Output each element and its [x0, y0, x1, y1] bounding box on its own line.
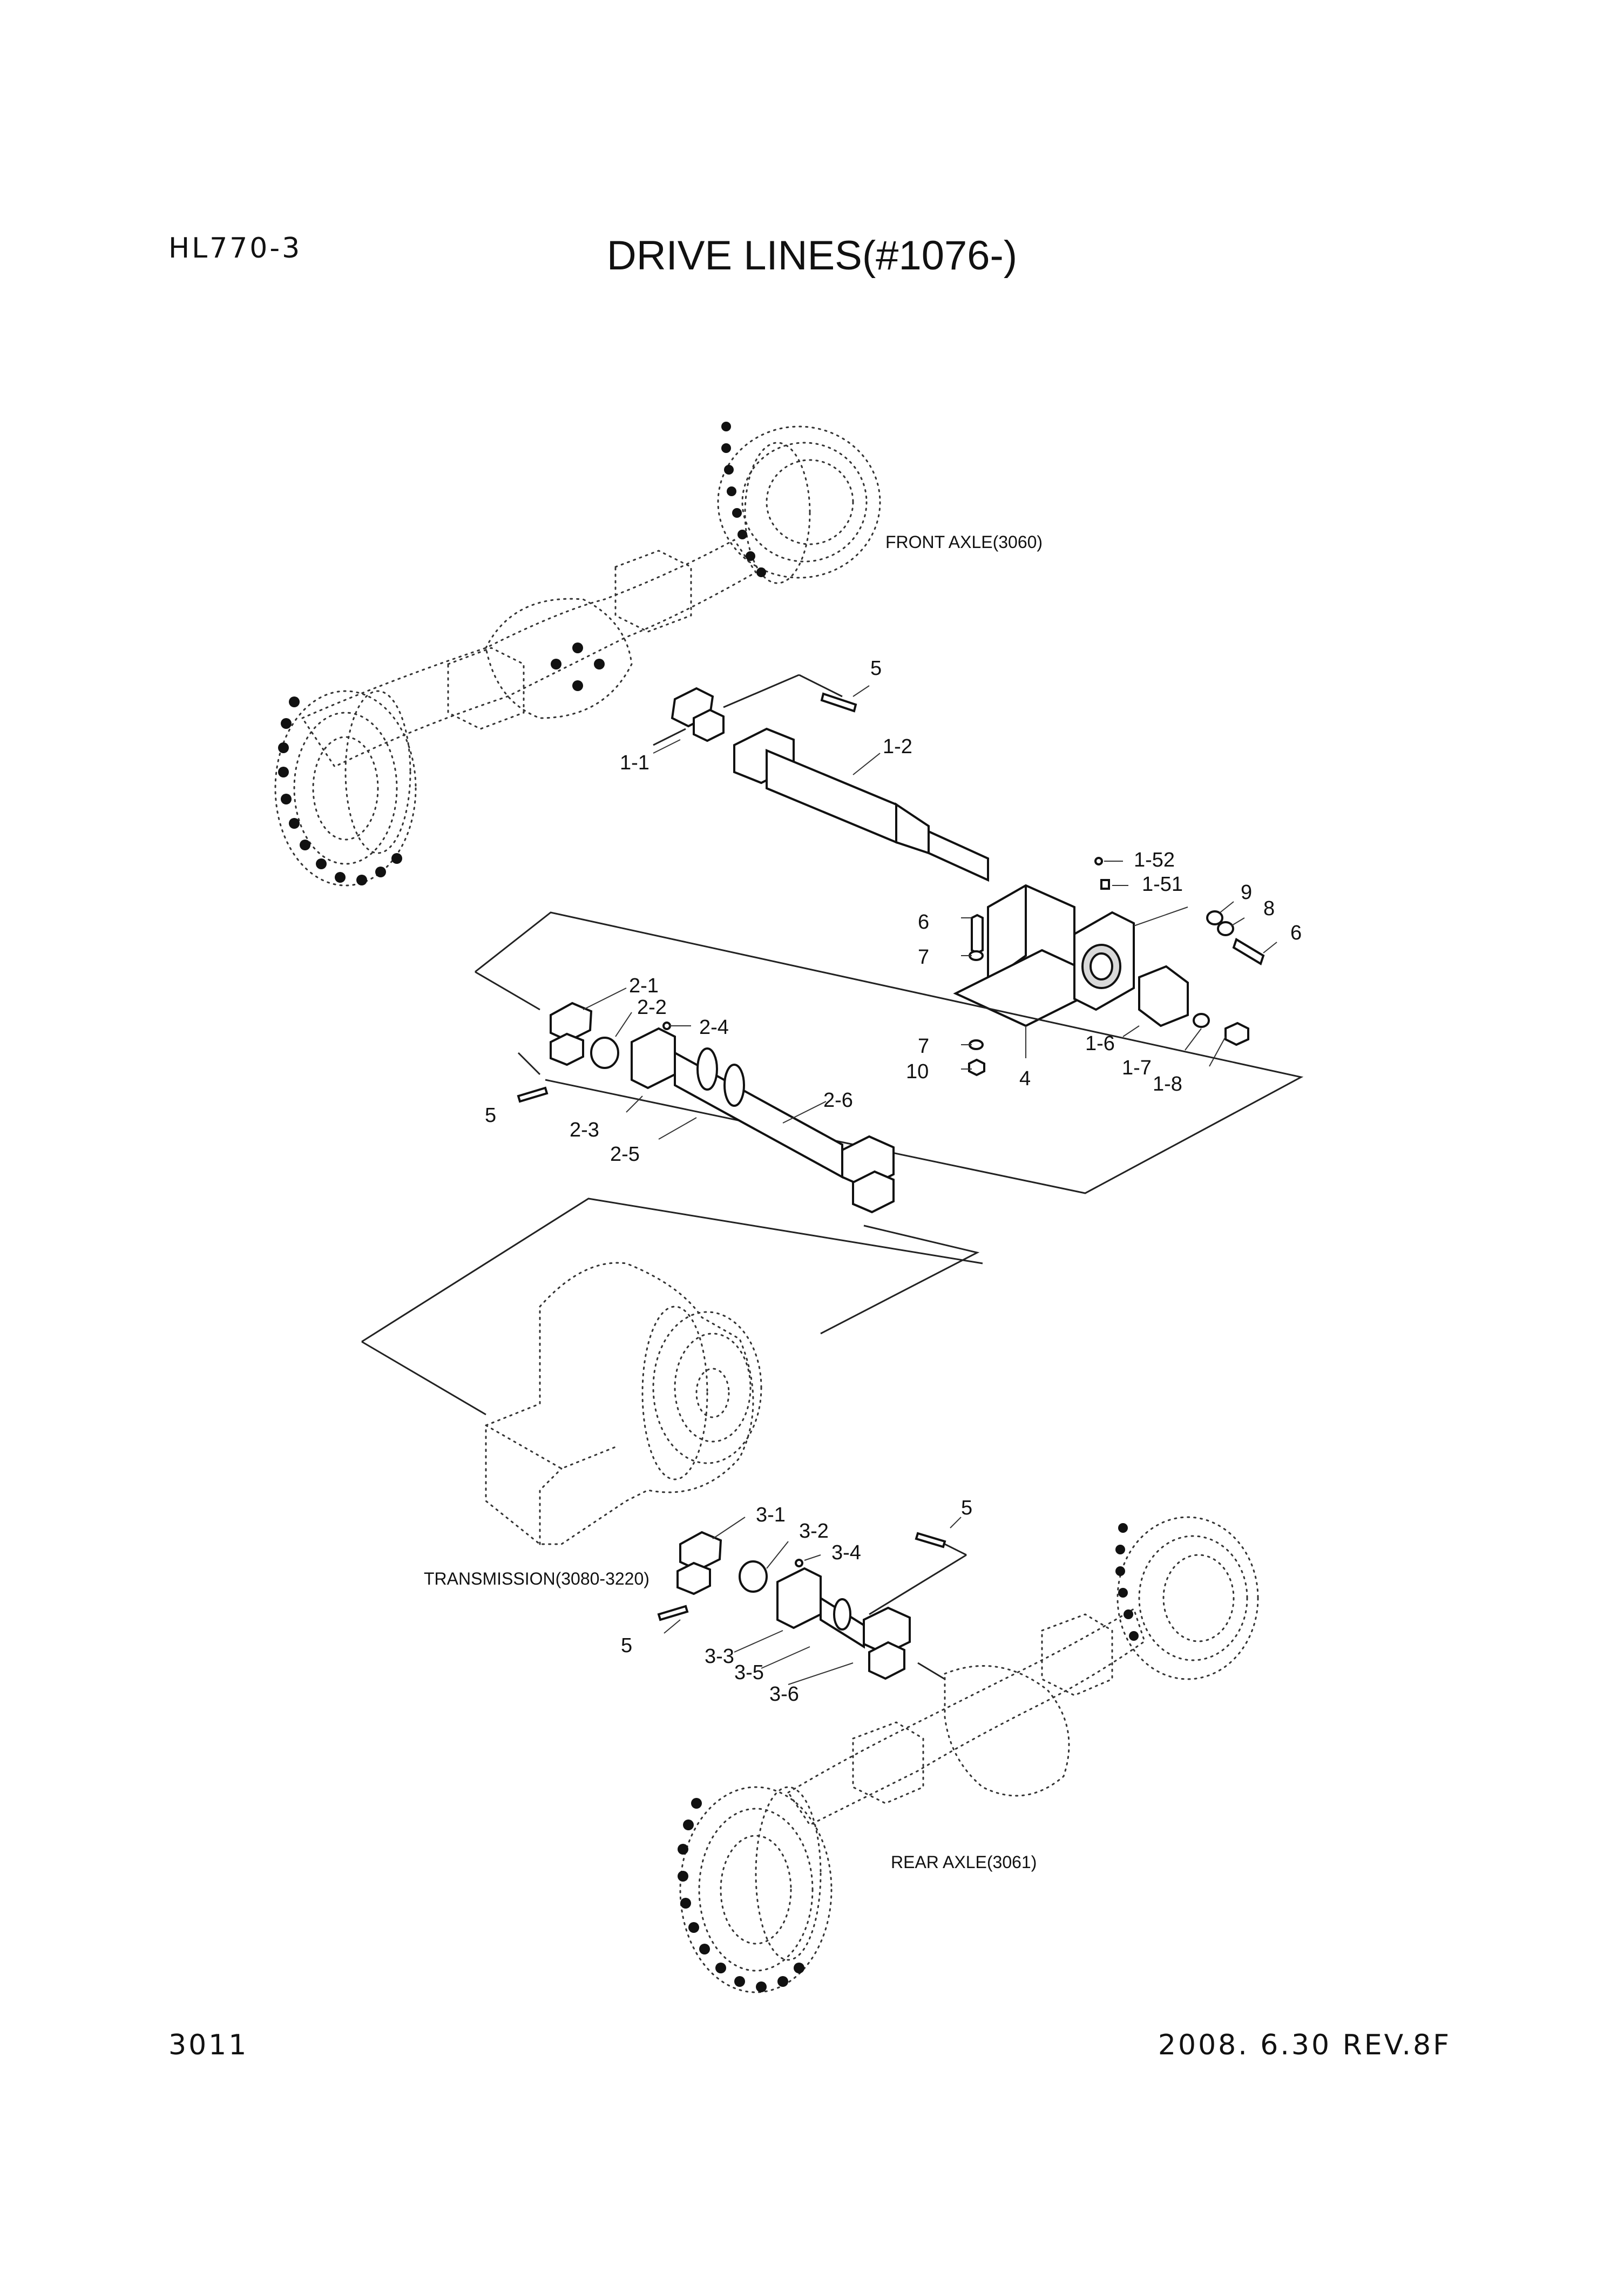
callout-2-1: 2-1	[629, 975, 659, 997]
callout-1-1: 1-1	[620, 752, 649, 774]
rear-drive-shaft	[657, 1531, 967, 1680]
rear-axle-bolts	[678, 1523, 1139, 1992]
transmission-label: TRANSMISSION(3080-3220)	[424, 1569, 649, 1588]
callout-2-4: 2-4	[699, 1016, 729, 1039]
callout-3-1: 3-1	[756, 1504, 786, 1526]
callout-6-right: 6	[1290, 922, 1302, 944]
callout-1-2: 1-2	[883, 735, 912, 758]
callout-6-left: 6	[918, 911, 929, 934]
front-axle-drawing	[274, 425, 881, 887]
transmission-drawing	[361, 1198, 983, 1545]
callout-1-51: 1-51	[1142, 873, 1183, 896]
rear-leader-lines	[664, 1517, 962, 1685]
page-title: DRIVE LINES(#1076-)	[606, 233, 1018, 279]
revision-date: 2008. 6.30 REV.8F	[1158, 2029, 1451, 2061]
front-leader-lines	[653, 685, 1277, 1070]
rear-axle-drawing	[679, 1516, 1259, 1993]
callout-3-2: 3-2	[799, 1520, 829, 1543]
callout-5-transmission: 5	[621, 1634, 632, 1657]
middle-shaft-panel	[475, 911, 1304, 1335]
callout-2-6: 2-6	[823, 1089, 853, 1112]
model-number: HL770-3	[168, 232, 302, 265]
callout-1-7: 1-7	[1122, 1057, 1152, 1079]
callout-2-3: 2-3	[570, 1119, 599, 1141]
page-number: 3011	[168, 2029, 249, 2061]
callout-3-6: 3-6	[769, 1683, 799, 1706]
front-drive-shaft	[653, 674, 1265, 1077]
callout-5-rear: 5	[961, 1497, 972, 1519]
callout-3-5: 3-5	[734, 1661, 764, 1684]
callout-3-3: 3-3	[705, 1645, 734, 1668]
callout-5-middle: 5	[485, 1104, 496, 1127]
front-axle-bolts	[278, 422, 766, 885]
callout-7-upper: 7	[918, 946, 929, 969]
callout-5: 5	[870, 657, 882, 680]
callout-2-5: 2-5	[610, 1143, 640, 1166]
middle-leader-lines	[583, 987, 827, 1140]
callout-10: 10	[906, 1060, 929, 1083]
callout-1-52: 1-52	[1134, 849, 1175, 871]
front-axle-label: FRONT AXLE(3060)	[885, 532, 1043, 552]
callout-1-6: 1-6	[1085, 1032, 1115, 1055]
callout-8: 8	[1263, 897, 1275, 920]
callout-7-lower: 7	[918, 1035, 929, 1058]
callout-9: 9	[1241, 881, 1252, 904]
callout-labels: FRONT AXLE(3060) TRANSMISSION(3080-3220)…	[424, 532, 1302, 1872]
callout-3-4: 3-4	[831, 1541, 861, 1564]
callout-2-2: 2-2	[637, 996, 667, 1019]
rear-axle-label: REAR AXLE(3061)	[891, 1852, 1037, 1872]
callout-1-8: 1-8	[1153, 1073, 1182, 1095]
callout-4: 4	[1019, 1067, 1031, 1090]
